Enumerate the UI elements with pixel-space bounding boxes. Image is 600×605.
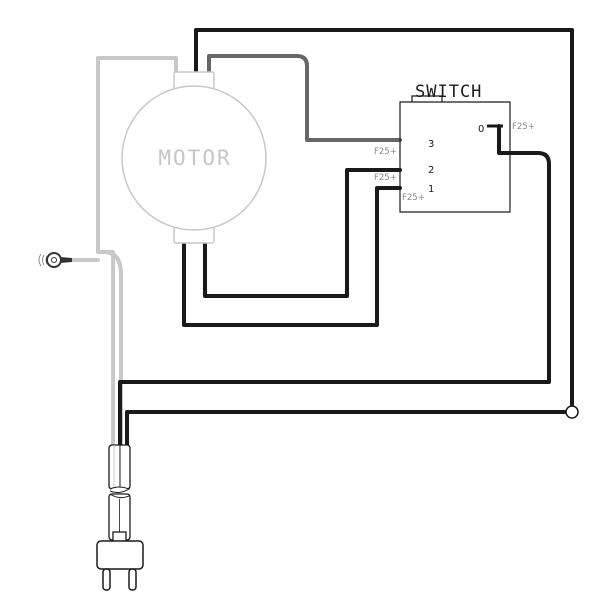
switch-pin-1-rating: F25+: [402, 193, 425, 203]
switch-pin-3-label: 3: [428, 139, 434, 150]
ground-ring-terminal-icon: [38, 252, 72, 268]
motor-wire-pin2: [203, 168, 402, 298]
switch-outline: [399, 101, 511, 213]
switch-pin-0-label: 0: [478, 124, 484, 135]
switch-title-bracket: [411, 95, 443, 102]
switch-title: SWITCH: [415, 82, 482, 102]
switch-pin-0-rating: F25+: [512, 122, 535, 132]
switch-pin-1-label: 1: [428, 184, 434, 195]
switch-pin-3-rating: F25+: [374, 147, 397, 157]
motor-label: MOTOR: [158, 146, 231, 170]
ground-wire-motor: [96, 56, 178, 462]
switch-pin-2-label: 2: [428, 165, 434, 176]
motor: MOTOR: [121, 71, 267, 244]
power-cord: [108, 444, 131, 541]
switch-pin-2-rating: F25+: [374, 173, 397, 183]
switch: SWITCH 3 F25+ 2 F25+ 1 F25+ 0 F25+: [374, 82, 535, 213]
plug-icon: [96, 531, 144, 591]
ground-wire-terminal: [96, 250, 123, 462]
motor-body: [121, 85, 267, 231]
neutral-wire-pin3: [207, 54, 402, 142]
junction-icon: [565, 405, 579, 419]
line-wire-pin0: [118, 124, 551, 462]
motor-wire-pin1: [182, 186, 402, 327]
line-wire-main: [125, 28, 574, 462]
